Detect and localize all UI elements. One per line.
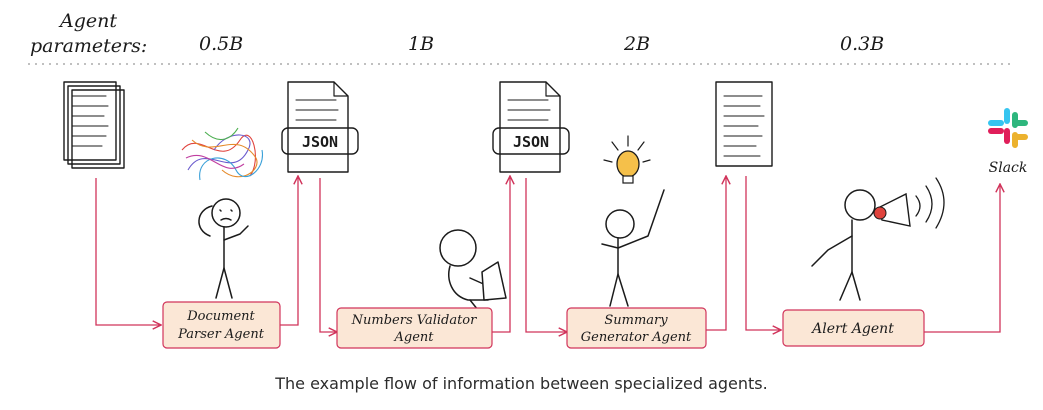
megaphone-icon bbox=[873, 177, 945, 229]
person-with-megaphone-figure bbox=[811, 189, 876, 301]
agent-label-numbers-validator-line1: Numbers Validator bbox=[351, 313, 477, 328]
params-label-line2: parameters: bbox=[30, 35, 147, 57]
params-label-line1: Agent bbox=[58, 10, 117, 32]
agent-label-alert: Alert Agent bbox=[810, 321, 894, 337]
figure-caption: The example flow of information between … bbox=[275, 374, 768, 393]
agent-box-document-parser bbox=[162, 301, 281, 349]
param-value-numbers-validator: 1B bbox=[408, 33, 434, 55]
agent-box-alert bbox=[782, 309, 925, 347]
flow-arrows bbox=[95, 176, 1000, 332]
agent-label-document-parser-line2: Parser Agent bbox=[177, 327, 265, 342]
json-document-icon-1 bbox=[281, 81, 359, 173]
agent-label-summary-generator-line1: Summary bbox=[604, 313, 668, 328]
confused-person-figure bbox=[198, 198, 249, 299]
agent-label-document-parser-line1: Document bbox=[186, 309, 255, 324]
param-value-document-parser: 0.5B bbox=[199, 33, 243, 55]
agent-label-summary-generator-line2: Generator Agent bbox=[581, 330, 692, 345]
summary-document-icon bbox=[715, 81, 773, 167]
param-value-alert: 0.3B bbox=[840, 33, 884, 55]
thinking-person-figure bbox=[601, 189, 665, 307]
agent-label-numbers-validator-line2: Agent bbox=[394, 330, 435, 345]
document-stack-icon bbox=[63, 81, 125, 169]
slack-label: Slack bbox=[989, 160, 1028, 176]
json-label-2: JSON bbox=[513, 133, 549, 151]
agent-box-summary-generator bbox=[566, 307, 707, 349]
slack-logo-icon bbox=[984, 104, 1032, 152]
json-document-icon-2 bbox=[492, 81, 570, 173]
lightbulb-idea-icon bbox=[603, 135, 651, 184]
tangled-thoughts-scribble bbox=[181, 127, 263, 181]
param-value-summary-generator: 2B bbox=[623, 33, 650, 55]
json-label-1: JSON bbox=[302, 133, 338, 151]
agent-box-numbers-validator bbox=[336, 307, 493, 349]
person-with-laptop-figure bbox=[439, 229, 507, 321]
